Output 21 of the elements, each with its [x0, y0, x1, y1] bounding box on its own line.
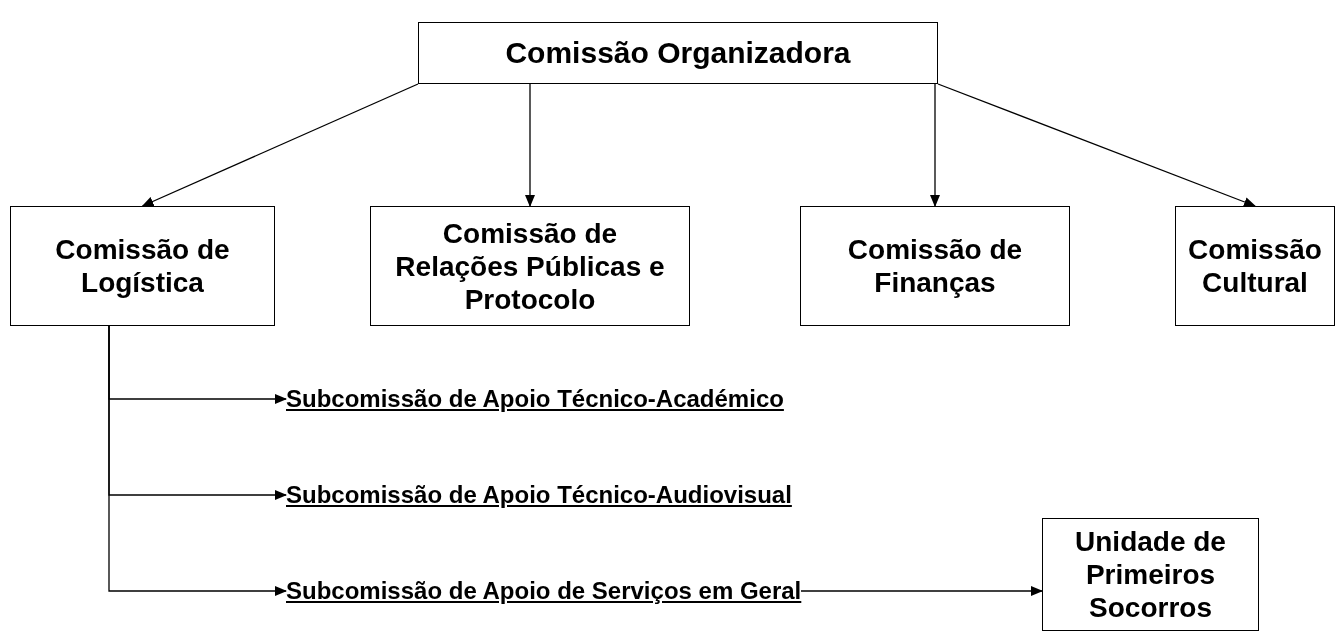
box-label: Comissão Organizadora [505, 35, 851, 72]
org-box [1175, 206, 1335, 326]
org-box [800, 206, 1070, 326]
org-box [1042, 518, 1259, 631]
box-label: Unidade de Primeiros Socorros [1074, 525, 1227, 624]
arrow [930, 83, 940, 207]
box-label: Comissão Cultural [1187, 233, 1323, 299]
arrow [141, 83, 419, 207]
box-label: Comissão de Logística [54, 233, 231, 299]
subcommittee-label: Subcomissão de Apoio Técnico-Académico [286, 384, 784, 414]
org-box [418, 22, 938, 84]
arrow [525, 83, 535, 207]
org-box [370, 206, 690, 326]
subcommittee-label: Subcomissão de Apoio Técnico-Audiovisual [286, 480, 792, 510]
org-box [10, 206, 275, 326]
box-label: Comissão de Finanças [846, 233, 1024, 299]
arrow [937, 83, 1256, 207]
subcommittee-label: Subcomissão de Apoio de Serviços em Geral [286, 576, 802, 606]
box-label: Comissão de Relações Públicas e Protocolo [394, 216, 666, 316]
arrow [108, 325, 287, 596]
arrow [800, 586, 1043, 596]
